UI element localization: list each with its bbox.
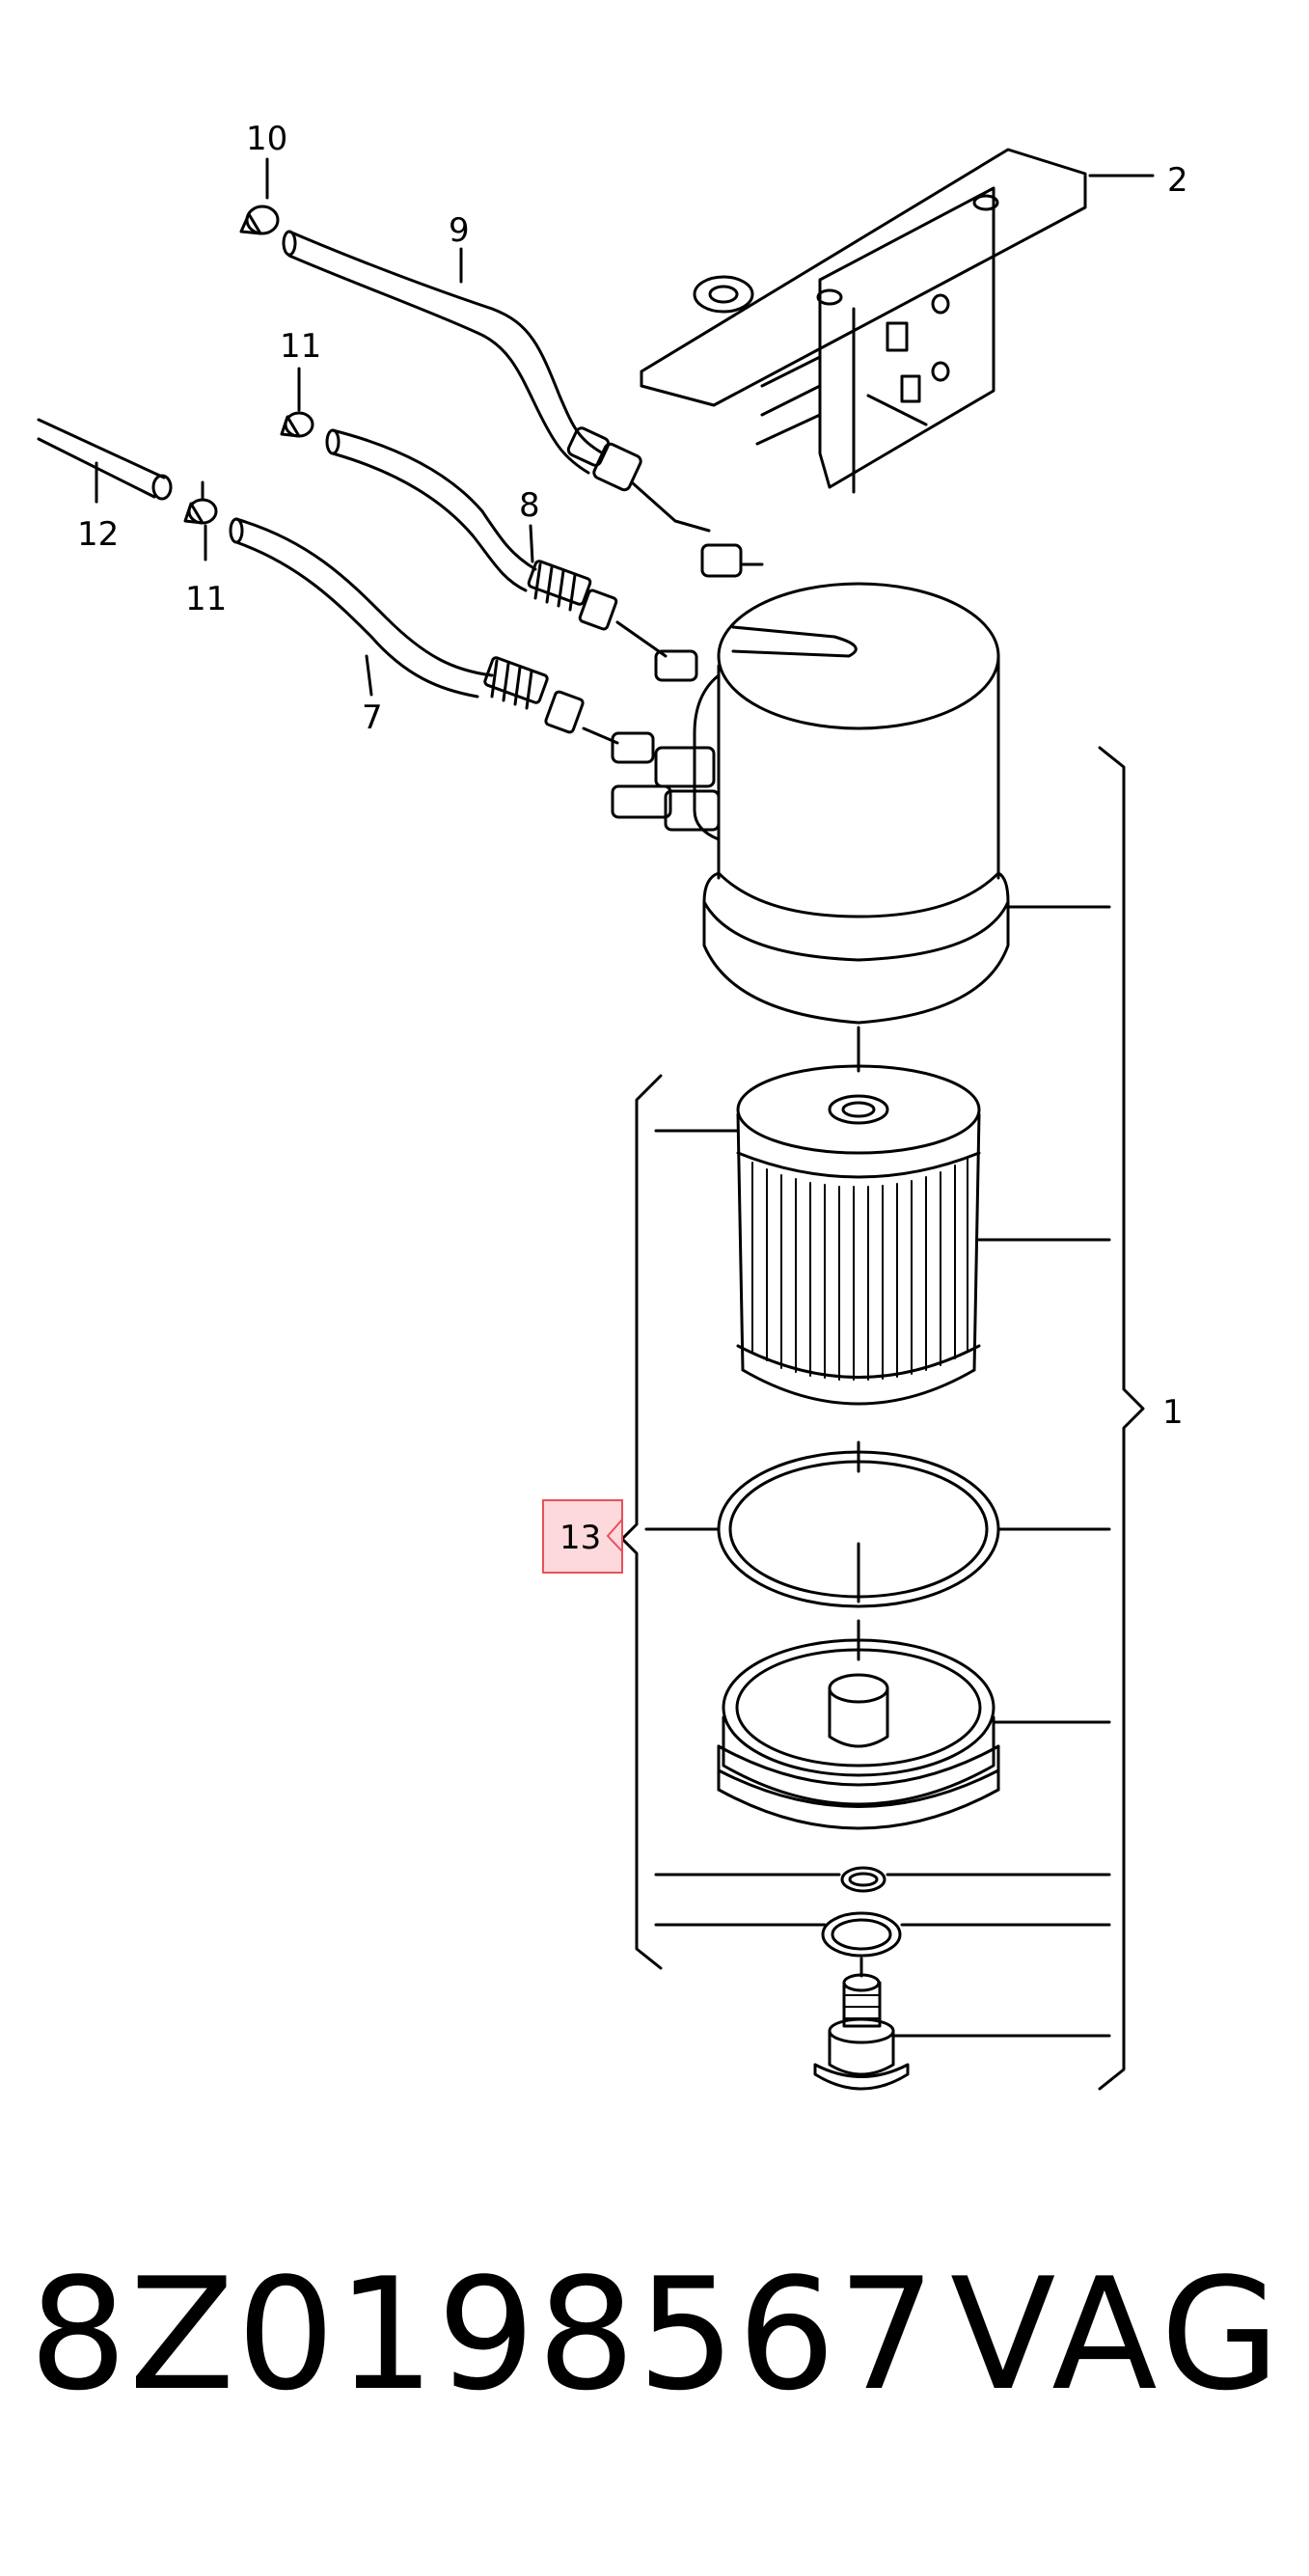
callout-2: 2	[1167, 161, 1188, 200]
tube-12	[37, 418, 173, 504]
callout-13: 13	[559, 1519, 601, 1557]
callout-9: 9	[449, 211, 470, 250]
drain-plug	[813, 1957, 1111, 2091]
filter-housing	[611, 582, 1111, 1025]
callout-7: 7	[362, 699, 383, 737]
callout-8: 8	[519, 486, 540, 525]
seal-rings	[654, 1866, 1111, 1958]
o-ring-13	[644, 1440, 1111, 1608]
filter-cap	[717, 1619, 1111, 1830]
part-number: 8Z0198567	[29, 2244, 938, 2425]
callout-12: 12	[77, 515, 119, 554]
callout-11-lower: 11	[185, 580, 227, 618]
filter-element	[654, 1026, 1111, 1406]
brand-name: VAG	[950, 2244, 1286, 2425]
part-1-brace	[1098, 746, 1145, 2091]
hose-7	[183, 498, 655, 764]
hose-8	[280, 411, 698, 682]
mounting-bracket	[640, 148, 1155, 494]
callout-10: 10	[246, 120, 287, 158]
callout-1: 1	[1162, 1393, 1184, 1432]
hose-9	[239, 205, 764, 578]
leader-lines	[95, 157, 534, 563]
clip-11-upper	[284, 411, 314, 438]
callout-13-highlight[interactable]: 13	[542, 1499, 623, 1574]
callout-11-upper: 11	[280, 327, 321, 366]
inner-brace	[620, 1074, 663, 1970]
clip-11-lower	[187, 498, 218, 525]
